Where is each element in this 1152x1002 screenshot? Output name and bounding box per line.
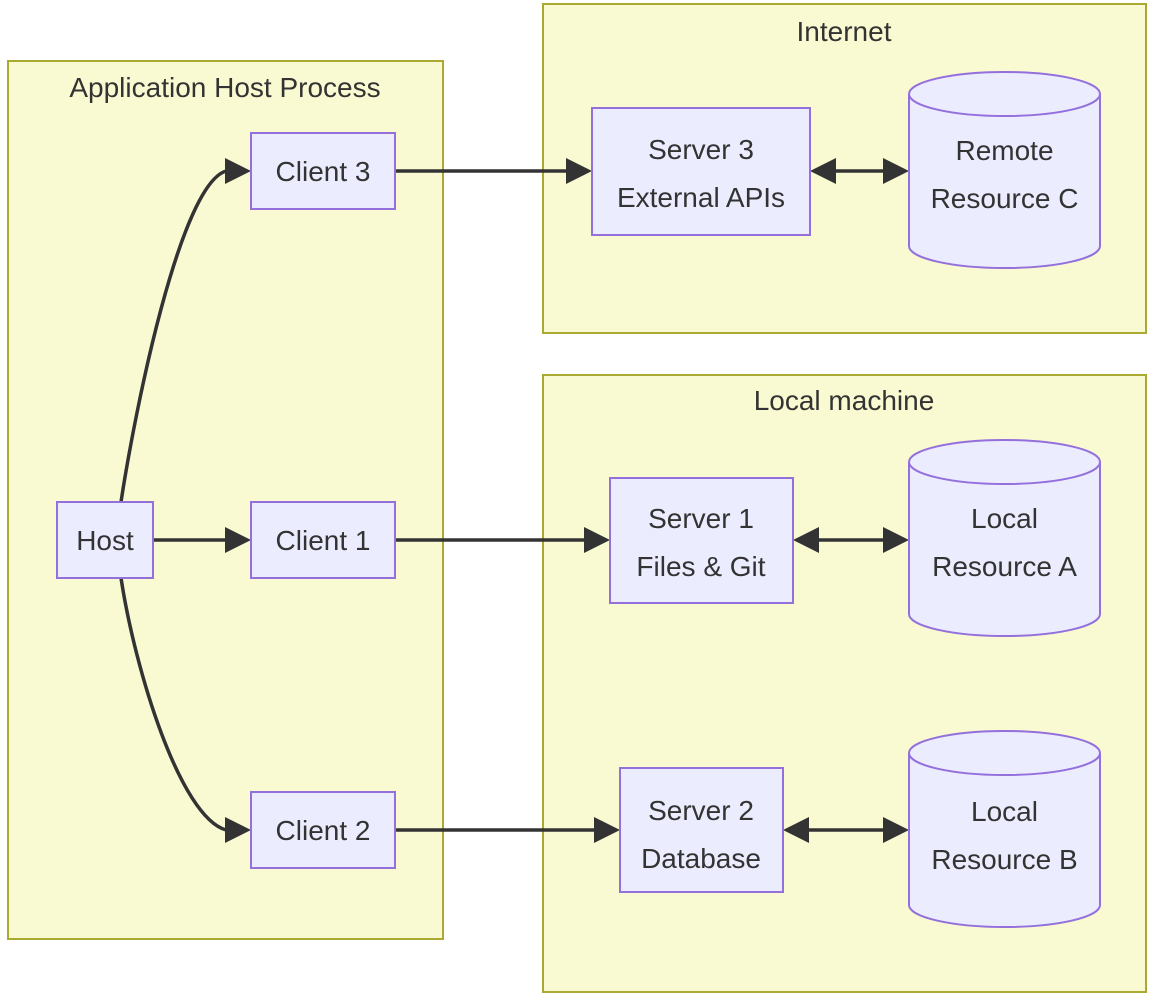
edge-client2-to-server2 bbox=[395, 817, 620, 843]
node-server3-label-line1: Server 3 bbox=[648, 134, 754, 165]
edge-server3-resource-c bbox=[810, 158, 909, 184]
node-host-box bbox=[56, 501, 154, 579]
edge-client3-server3-arrowhead bbox=[566, 158, 592, 184]
node-server2-label-line1: Server 2 bbox=[648, 795, 754, 826]
edge-server1-resource-a-arrowhead-left bbox=[793, 527, 819, 553]
edge-server2-resource-b bbox=[783, 817, 909, 843]
node-server1-label-line2: Files & Git bbox=[636, 551, 765, 582]
node-server2-label-line2: Database bbox=[641, 843, 761, 874]
node-resource-c-label-line2: Resource C bbox=[931, 183, 1079, 214]
edge-host-client1-arrowhead bbox=[225, 527, 251, 553]
edge-server1-resource-a-arrowhead-right bbox=[883, 527, 909, 553]
edge-client2-server2-arrowhead bbox=[594, 817, 620, 843]
edge-client1-server1-arrowhead bbox=[584, 527, 610, 553]
node-server2-box bbox=[619, 767, 784, 893]
node-server3-label-line2: External APIs bbox=[617, 182, 785, 213]
node-client1: Client 1 bbox=[250, 501, 396, 579]
node-host-label: Host bbox=[76, 525, 134, 556]
node-server3: Server 3 External APIs bbox=[591, 107, 811, 236]
node-server1-label-line1: Server 1 bbox=[648, 503, 754, 534]
node-resource-c-label-line1: Remote bbox=[955, 135, 1053, 166]
edge-server2-resource-b-arrowhead-right bbox=[883, 817, 909, 843]
node-resource-a-label-line1: Local bbox=[971, 503, 1038, 534]
node-resource-a-label-line2: Resource A bbox=[932, 551, 1077, 582]
node-client1-box bbox=[250, 501, 396, 579]
edge-server3-resource-c-arrowhead-right bbox=[883, 158, 909, 184]
cluster-internet-label: Internet bbox=[797, 16, 892, 47]
edge-server3-resource-c-arrowhead-left bbox=[810, 158, 836, 184]
node-server2: Server 2 Database bbox=[619, 767, 784, 893]
node-server1-box bbox=[609, 477, 794, 604]
node-client2-label: Client 2 bbox=[276, 815, 371, 846]
node-client2-box bbox=[250, 791, 396, 869]
node-resource-c-body bbox=[908, 94, 1101, 269]
edge-host-to-client2 bbox=[119, 577, 251, 843]
node-resource-b: Local Resource B bbox=[908, 730, 1101, 928]
node-client3-label: Client 3 bbox=[276, 156, 371, 187]
node-resource-b-label-line1: Local bbox=[971, 796, 1038, 827]
edge-server1-resource-a bbox=[793, 527, 909, 553]
node-server3-box bbox=[591, 107, 811, 236]
node-resource-b-body bbox=[908, 753, 1101, 928]
node-resource-a: Local Resource A bbox=[908, 439, 1101, 637]
edge-server2-resource-b-arrowhead-left bbox=[783, 817, 809, 843]
edge-client1-to-server1 bbox=[395, 527, 610, 553]
edge-host-to-client3 bbox=[119, 158, 251, 503]
node-client3-box bbox=[250, 132, 396, 210]
node-client1-label: Client 1 bbox=[276, 525, 371, 556]
edge-host-client3-line bbox=[119, 169, 227, 503]
node-server1: Server 1 Files & Git bbox=[609, 477, 794, 604]
cluster-application-host-process-label: Application Host Process bbox=[69, 72, 380, 103]
node-client2: Client 2 bbox=[250, 791, 396, 869]
edge-host-to-client1 bbox=[153, 527, 251, 553]
node-client3: Client 3 bbox=[250, 132, 396, 210]
cluster-local-machine-label: Local machine bbox=[754, 385, 935, 416]
node-resource-b-label-line2: Resource B bbox=[931, 844, 1077, 875]
edge-host-client3-arrowhead bbox=[225, 158, 251, 184]
edge-host-client2-line bbox=[119, 577, 227, 832]
node-resource-c: Remote Resource C bbox=[908, 71, 1101, 269]
node-resource-c-top bbox=[908, 71, 1101, 117]
node-host: Host bbox=[56, 501, 154, 579]
node-resource-a-top bbox=[908, 439, 1101, 485]
edge-host-client2-arrowhead bbox=[225, 817, 251, 843]
node-resource-b-top bbox=[908, 730, 1101, 776]
node-resource-a-body bbox=[908, 462, 1101, 637]
edge-client3-to-server3 bbox=[395, 158, 592, 184]
